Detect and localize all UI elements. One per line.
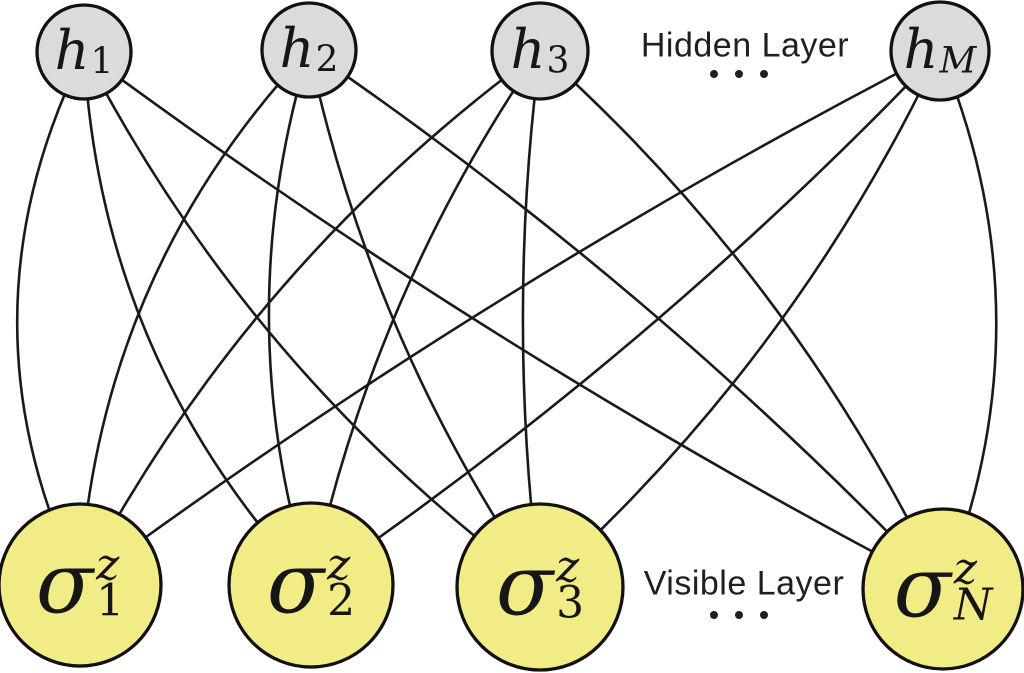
visible-layer-ellipsis: [710, 611, 768, 619]
ellipsis-dot: [760, 611, 768, 619]
ellipsis-dot: [735, 70, 743, 78]
ellipsis-dot: [735, 611, 743, 619]
edge-h2-s1: [78, 49, 310, 586]
ellipsis-dot: [710, 611, 718, 619]
visible-node-sN: [861, 507, 1024, 671]
hidden-node-h1: [35, 3, 133, 101]
edge-hM-s2: [310, 50, 941, 587]
hidden-layer-ellipsis: [710, 70, 768, 78]
visible-node-s3: [455, 502, 625, 672]
edge-h1-sN: [83, 50, 944, 591]
edge-h2-sN: [308, 48, 944, 590]
visible-layer-caption: Visible Layer: [643, 564, 845, 603]
edge-h3-sN: [539, 50, 945, 590]
visible-node-s1: [0, 502, 163, 668]
hidden-node-h2: [260, 1, 358, 99]
edge-hM-s3: [539, 50, 942, 588]
visible-node-s2: [227, 501, 395, 669]
edge-h1-s2: [82, 51, 312, 586]
edge-hM-s1: [79, 49, 941, 587]
ellipsis-dot: [760, 70, 768, 78]
hidden-node-h3: [490, 1, 590, 101]
hidden-layer-caption: Hidden Layer: [640, 26, 850, 65]
edge-h1-s3: [82, 51, 541, 589]
edge-h3-s1: [78, 49, 541, 586]
ellipsis-dot: [710, 70, 718, 78]
hidden-node-hM: [889, 0, 991, 102]
